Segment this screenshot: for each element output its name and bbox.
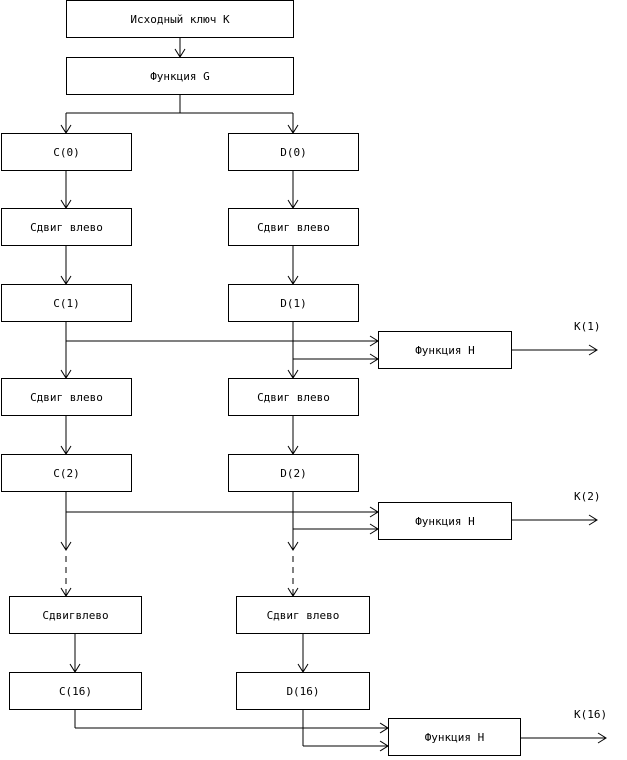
d0-box: D(0) (228, 133, 359, 171)
c16-box: C(16) (9, 672, 142, 710)
source-key-box: Исходный ключ K (66, 0, 294, 38)
c2-box: C(2) (1, 454, 132, 492)
function-h16-box: Функция H (388, 718, 521, 756)
function-g-box: Функция G (66, 57, 294, 95)
c0-box: C(0) (1, 133, 132, 171)
shift-left-d2-box: Сдвиг влево (228, 378, 359, 416)
shift-left-c1-box: Сдвиг влево (1, 208, 132, 246)
function-h1-box: Функция H (378, 331, 512, 369)
shift-left-d16-box: Сдвиг влево (236, 596, 370, 634)
shift-left-d1-box: Сдвиг влево (228, 208, 359, 246)
d16-box: D(16) (236, 672, 370, 710)
k1-label: K(1) (574, 320, 601, 333)
shift-left-c16-box: Сдвигвлево (9, 596, 142, 634)
k2-label: K(2) (574, 490, 601, 503)
c1-box: C(1) (1, 284, 132, 322)
function-h2-box: Функция H (378, 502, 512, 540)
k16-label: K(16) (574, 708, 608, 721)
shift-left-c2-box: Сдвиг влево (1, 378, 132, 416)
d1-box: D(1) (228, 284, 359, 322)
d2-box: D(2) (228, 454, 359, 492)
